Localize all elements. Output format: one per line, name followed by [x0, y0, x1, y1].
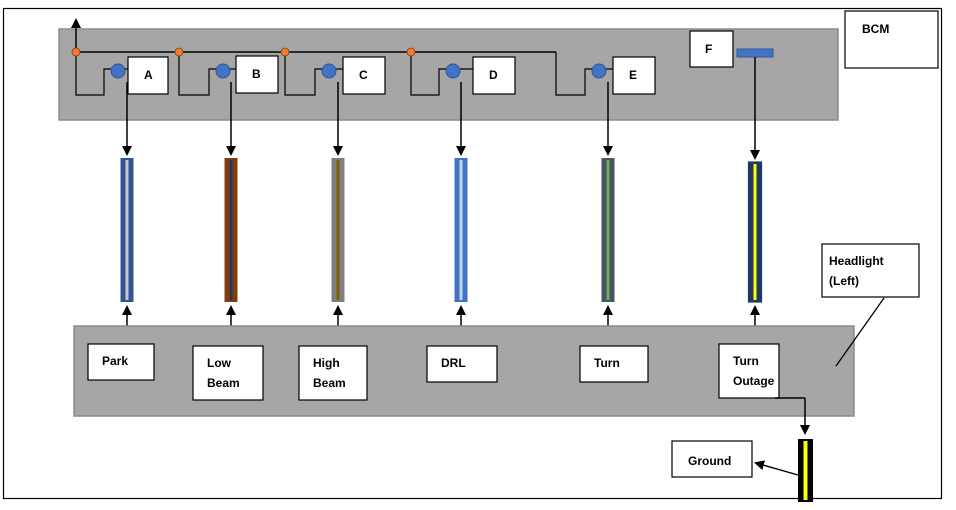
junction-dot: [174, 47, 184, 57]
switch-label-box: [235, 55, 279, 94]
wire-set: [120, 57, 763, 344]
circuit-label-line1: DRL: [441, 356, 466, 370]
wire-park: [120, 82, 134, 344]
headlight-pointer-line: [835, 297, 885, 367]
ground-label-box: [671, 440, 753, 478]
ground-wire-stripe: [803, 441, 808, 500]
circuit-label-line1: Low: [207, 356, 232, 370]
switch-d: D: [406, 47, 516, 96]
ground-label: Ground: [688, 454, 731, 468]
switch-contact: [321, 63, 337, 79]
switch-wire: [75, 52, 118, 96]
switch-label: C: [359, 68, 368, 82]
wire-turn-outage: [747, 57, 763, 344]
switch-label-box: [127, 56, 169, 95]
headlight-label-box: Headlight (Left): [821, 243, 920, 367]
circuit-label-box: [298, 345, 368, 401]
circuit-label-box: [87, 343, 155, 381]
ground-circuit: Ground: [671, 397, 813, 502]
switch-contact: [215, 63, 231, 79]
switch-e: E: [555, 52, 656, 96]
junction-dot: [280, 47, 290, 57]
circuit-label-drl: DRL: [426, 345, 498, 383]
fuse-f: F: [689, 30, 774, 68]
circuit-label-box: [192, 345, 264, 401]
ground-arrow: [754, 460, 799, 476]
wire-stripe: [606, 160, 610, 300]
switch-a: A: [71, 47, 169, 96]
headlight-label-line1: Headlight: [829, 254, 884, 268]
circuit-label-line2: Beam: [207, 376, 240, 390]
fuse-label-box: [689, 30, 734, 68]
circuit-label-box: [426, 345, 498, 383]
switch-b: B: [174, 47, 279, 96]
switch-contact: [591, 63, 607, 79]
wire-stripe: [336, 160, 340, 300]
circuit-label-line1: High: [313, 356, 340, 370]
switch-contact: [445, 63, 461, 79]
switch-wire: [555, 52, 599, 96]
bcm-label: BCM: [862, 22, 889, 36]
fuse-label: F: [705, 42, 712, 56]
wire-low-beam: [224, 82, 238, 344]
switch-c: C: [280, 47, 386, 96]
headlight-label-line2: (Left): [829, 274, 859, 288]
wire-stripe: [459, 160, 463, 300]
power-bus: [71, 18, 556, 53]
wire-stripe: [229, 160, 233, 300]
wire-stripe: [753, 164, 757, 300]
switch-label-box: [612, 56, 656, 95]
fuse-bar: [736, 48, 774, 58]
switch-label-box: [472, 56, 516, 95]
switch-wire: [178, 52, 223, 96]
circuit-label-park: Park: [87, 343, 155, 381]
switch-label: B: [252, 67, 261, 81]
bcm-label-box: BCM: [844, 10, 939, 69]
junction-dot: [406, 47, 416, 57]
switch-label-box: [342, 56, 386, 95]
switch-label: E: [629, 68, 637, 82]
switch-wire: [284, 52, 329, 96]
circuit-label-turn: Turn: [579, 345, 649, 383]
circuit-label-line2: Outage: [733, 374, 775, 388]
circuit-label-line1: Turn: [594, 356, 620, 370]
switch-label: A: [144, 68, 153, 82]
switch-label: D: [489, 68, 498, 82]
circuit-label-line2: Beam: [313, 376, 346, 390]
switch-circuits: A B C D E: [71, 47, 656, 96]
switch-contact: [110, 63, 126, 79]
switch-wire: [410, 52, 453, 96]
circuit-label-box: [718, 343, 780, 399]
circuit-label-line1: Turn: [733, 354, 759, 368]
wire-stripe: [125, 160, 129, 300]
junction-dot: [71, 47, 81, 57]
circuit-label-line1: Park: [102, 354, 128, 368]
circuit-label-box: [579, 345, 649, 383]
